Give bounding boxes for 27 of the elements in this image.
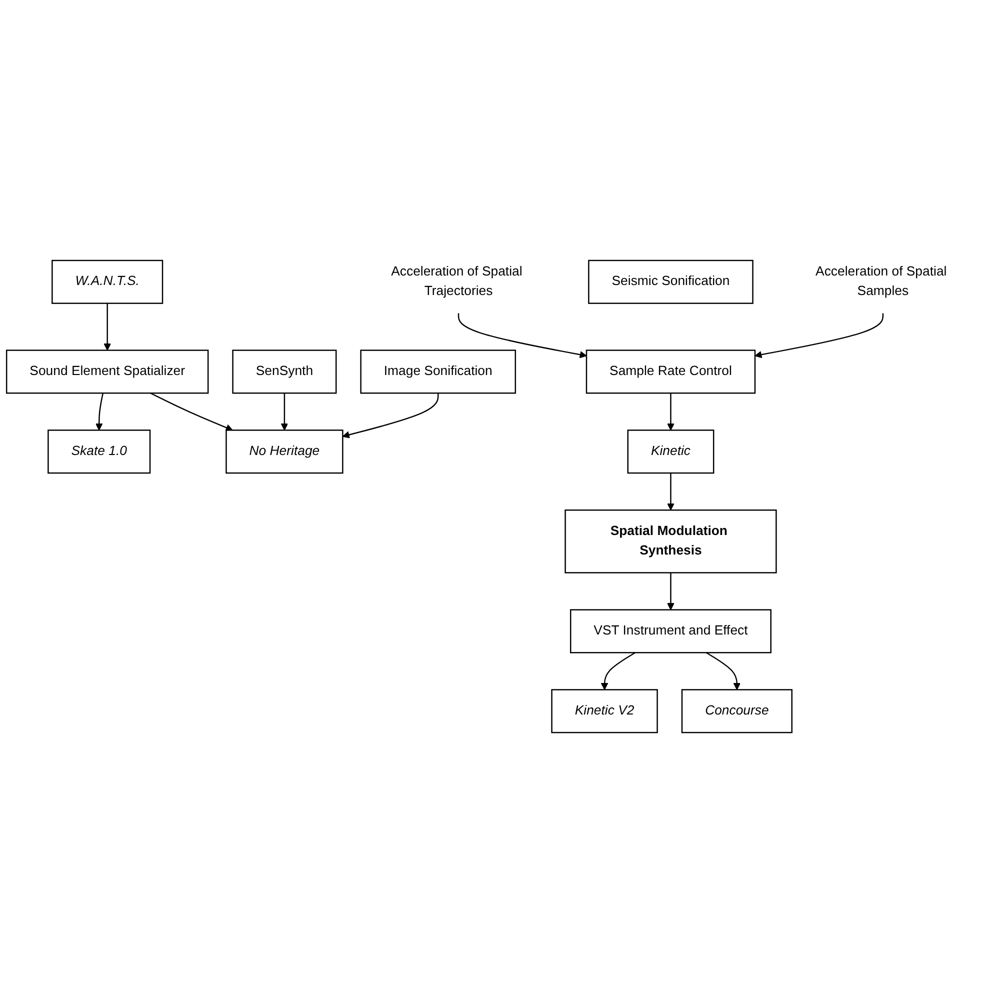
node-box: Seismic Sonification — [588, 260, 754, 304]
arrow — [342, 394, 439, 439]
node-text: Acceleration of Spatial Trajectories — [391, 265, 522, 299]
node-box: Concourse — [681, 690, 792, 734]
arrow — [600, 652, 636, 690]
arrow — [754, 314, 884, 359]
arrow — [667, 473, 674, 511]
node-box: No Heritage — [226, 430, 344, 474]
arrow — [280, 394, 288, 431]
arrow — [150, 392, 233, 432]
node-box: VST Instrument and Effect — [570, 610, 772, 654]
node-box: Kinetic — [627, 430, 714, 474]
arrow — [667, 394, 674, 431]
node-box: W.A.N.T.S. — [52, 260, 164, 304]
node-box: SenSynth — [232, 350, 337, 394]
node-text: Acceleration of Spatial Samples — [816, 265, 947, 299]
node-box: Sample Rate Control — [586, 350, 756, 394]
arrow — [104, 304, 111, 352]
node-box: Spatial Modulation Synthesis — [564, 510, 777, 574]
arrow — [95, 393, 104, 431]
arrow — [667, 573, 674, 611]
node-box: Kinetic V2 — [551, 690, 658, 734]
node-box: Skate 1.0 — [48, 430, 151, 474]
arrow — [706, 652, 741, 690]
arrow — [458, 314, 587, 359]
node-box: Sound Element Spatializer — [6, 350, 209, 394]
node-box: Image Sonification — [360, 350, 516, 394]
